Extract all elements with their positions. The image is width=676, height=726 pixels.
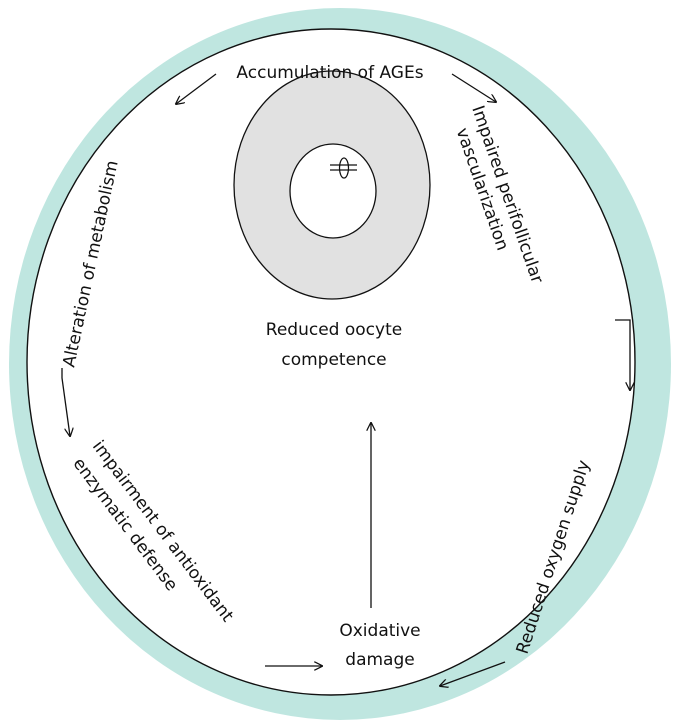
arrow-to-reduced-oxygen: [615, 319, 630, 390]
oocyte: [289, 143, 377, 239]
arrow-to-oxidative: [440, 661, 506, 686]
label-oxidative: Oxidative: [339, 621, 420, 641]
label-oocyte-competence: competence: [281, 350, 386, 370]
label-oocyte-reduced: Reduced oocyte: [266, 320, 402, 340]
spindle-icon: [330, 157, 357, 179]
inner-ellipse: [26, 28, 636, 696]
label-accumulation: Accumulation of AGEs: [236, 63, 423, 83]
arrow-to-alteration: [176, 73, 217, 104]
arrow-to-impaired: [451, 73, 496, 102]
arrow-to-impairment: [61, 368, 70, 436]
label-damage: damage: [345, 650, 414, 670]
